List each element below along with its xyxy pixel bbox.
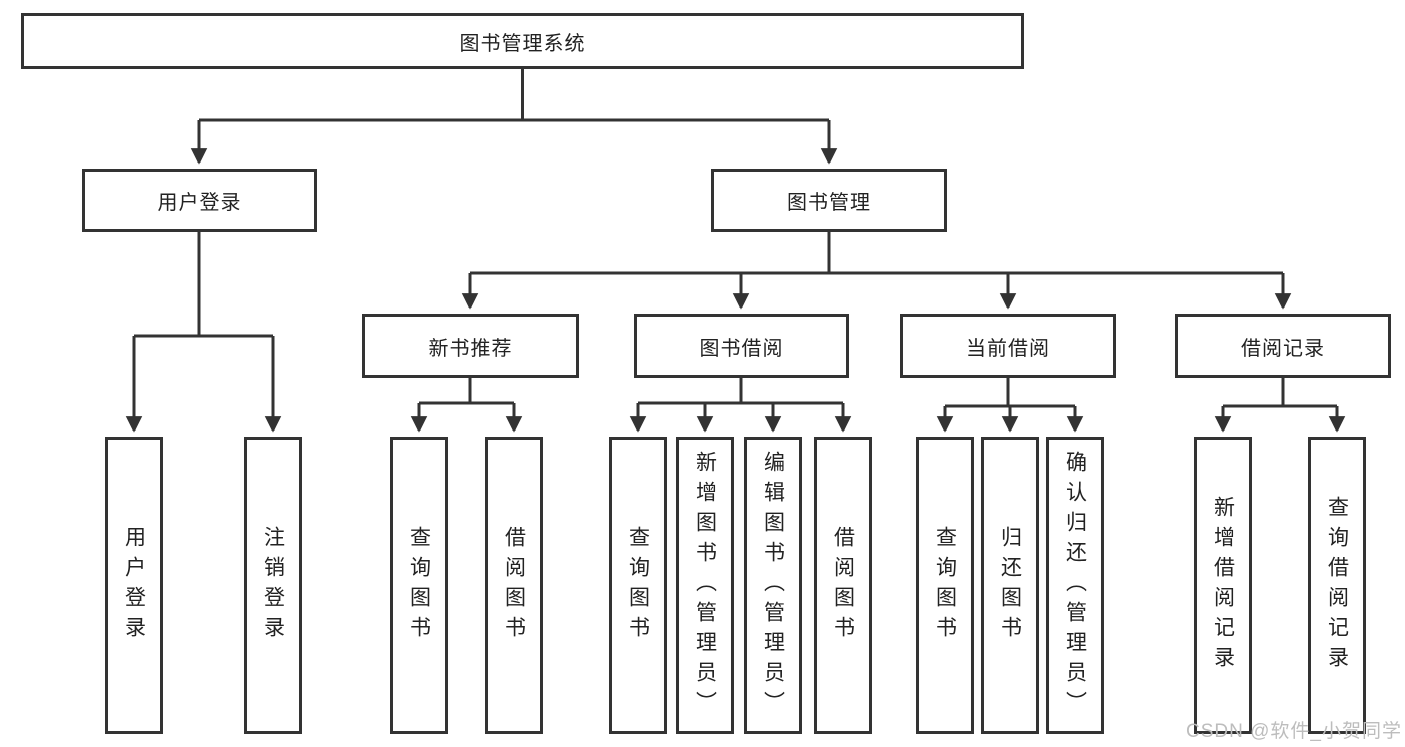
leaf-current-query-book: 查询图书 — [916, 437, 974, 734]
leaf-records-query-record-label: 查询借阅记录 — [1325, 495, 1349, 676]
node-current-borrowing: 当前借阅 — [900, 314, 1116, 378]
node-root-label: 图书管理系统 — [459, 32, 586, 55]
node-book-management-label: 图书管理 — [787, 192, 871, 214]
node-book-borrowing-label: 图书借阅 — [699, 337, 784, 360]
leaf-current-return-book: 归还图书 — [981, 437, 1039, 734]
node-borrowing-records-label: 借阅记录 — [1241, 337, 1325, 360]
leaf-current-return-book-label: 归还图书 — [998, 525, 1022, 646]
leaf-current-confirm-return-admin: 确认归还（管理员） — [1046, 437, 1104, 734]
leaf-borrowing-borrow-book-label: 借阅图书 — [831, 525, 855, 646]
leaf-recommend-borrow-book: 借阅图书 — [485, 437, 543, 734]
leaf-recommend-query-book: 查询图书 — [390, 437, 448, 734]
leaf-records-add-record-label: 新增借阅记录 — [1211, 495, 1235, 676]
leaf-user-login-label: 用户登录 — [122, 525, 146, 646]
leaf-borrowing-query-book-label: 查询图书 — [626, 525, 650, 646]
leaf-records-add-record: 新增借阅记录 — [1194, 437, 1252, 734]
node-root: 图书管理系统 — [21, 13, 1024, 69]
leaf-current-query-book-label: 查询图书 — [933, 525, 957, 646]
leaf-borrowing-add-book-admin: 新增图书（管理员） — [676, 437, 734, 734]
node-current-borrowing-label: 当前借阅 — [966, 337, 1050, 360]
leaf-current-confirm-return-admin-label: 确认归还（管理员） — [1063, 450, 1087, 721]
leaf-logout: 注销登录 — [244, 437, 302, 734]
node-book-borrowing: 图书借阅 — [634, 314, 849, 378]
leaf-borrowing-edit-book-admin: 编辑图书（管理员） — [744, 437, 802, 734]
node-new-book-recommend: 新书推荐 — [362, 314, 579, 378]
leaf-borrowing-add-book-admin-label: 新增图书（管理员） — [693, 450, 717, 721]
leaf-recommend-query-book-label: 查询图书 — [407, 525, 431, 646]
csdn-watermark: CSDN @软件_小贺同学 — [1186, 721, 1402, 742]
leaf-logout-label: 注销登录 — [261, 525, 285, 646]
leaf-records-query-record: 查询借阅记录 — [1308, 437, 1366, 734]
leaf-user-login: 用户登录 — [105, 437, 163, 734]
node-user-login: 用户登录 — [82, 169, 317, 232]
leaf-borrowing-borrow-book: 借阅图书 — [814, 437, 872, 734]
leaf-borrowing-query-book: 查询图书 — [609, 437, 667, 734]
leaf-recommend-borrow-book-label: 借阅图书 — [502, 525, 526, 646]
leaf-borrowing-edit-book-admin-label: 编辑图书（管理员） — [761, 450, 785, 721]
node-book-management: 图书管理 — [711, 169, 947, 232]
node-user-login-label: 用户登录 — [157, 192, 242, 214]
node-borrowing-records: 借阅记录 — [1175, 314, 1391, 378]
node-new-book-recommend-label: 新书推荐 — [428, 337, 513, 360]
